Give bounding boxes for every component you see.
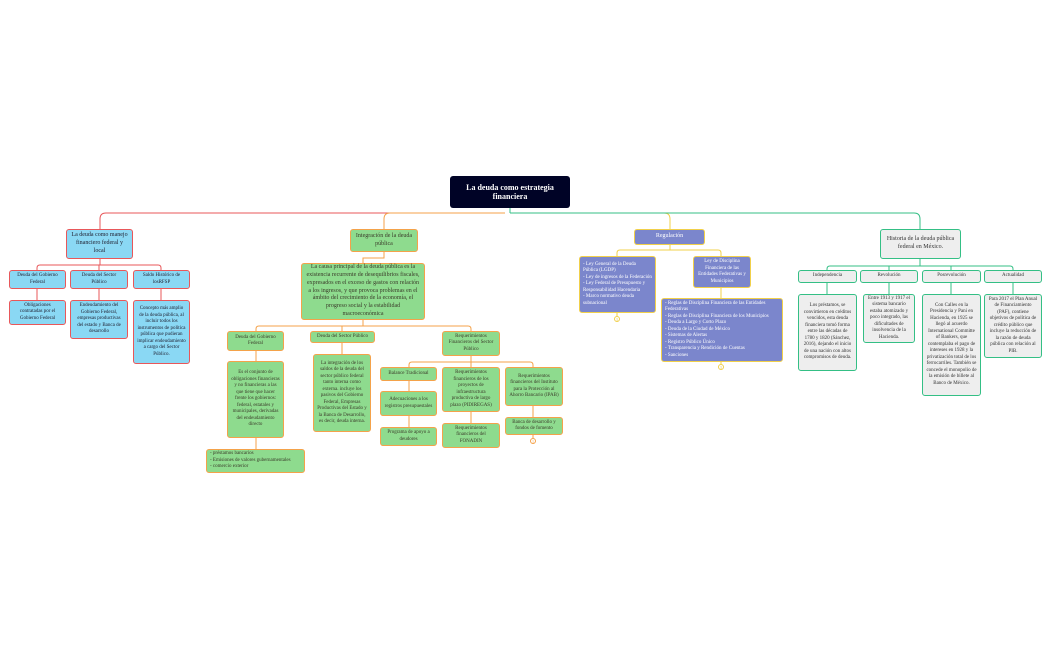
node-deuda-sector-publico[interactable]: Deuda del Sector Público (310, 331, 375, 343)
collapse-badge[interactable]: 1 (718, 364, 724, 370)
node-detail[interactable]: Es el conjunto de obligaciones financier… (227, 361, 284, 438)
node-text: Concepto más amplio de la deuda pública,… (137, 306, 186, 357)
node-revolucion[interactable]: Revolución (860, 270, 918, 283)
node-label: Banca de desarrollo y fondos de fomento (512, 419, 556, 432)
node-requerimientos[interactable]: Requerimientos Financieros del Sector Pú… (442, 331, 500, 356)
node-label: Revolución (877, 273, 901, 279)
node-detail[interactable]: La integración de los saldos de la deuda… (313, 354, 371, 432)
node-text: Entre 1913 y 1917 el sistema bancario es… (868, 295, 910, 340)
topic-integracion-deuda[interactable]: Integración de la deuda pública (350, 229, 418, 252)
node-detail[interactable]: Endeudamiento del Gobierno Federal, empr… (70, 300, 128, 339)
node-deuda-sector-publico[interactable]: Deuda del Sector Público (70, 270, 128, 289)
node-detail[interactable]: Entre 1913 y 1917 el sistema bancario es… (863, 294, 915, 343)
node-label: Balance Tradicional (388, 370, 429, 376)
node-label: Saldo Histórico de losRFSP (142, 273, 181, 285)
topic-regulacion[interactable]: Regulación (634, 229, 705, 245)
node-leyes[interactable]: - Ley General de la Deuda Pública (LGDP)… (579, 256, 656, 313)
node-fonadin[interactable]: Requerimientos financieros del FONADIN (442, 423, 500, 448)
node-summary[interactable]: La causa principal de la deuda pública e… (301, 263, 425, 320)
node-list[interactable]: - préstamos bancarios - Emisiones de val… (206, 449, 305, 473)
node-label: Requerimientos financieros del Instituto… (509, 373, 559, 399)
node-text: Los préstamos, se convirtieron en crédit… (803, 303, 852, 361)
node-label: Ley de Disciplina Financiera de las Enti… (698, 259, 746, 284)
node-text: Para 2017 el Plan Anual de Financiamient… (988, 296, 1038, 354)
node-label: Programa de apoyo a deudores (387, 430, 430, 442)
node-label: Requerimientos financieros del FONADIN (455, 425, 487, 444)
node-actualidad[interactable]: Actualidad (984, 270, 1042, 283)
node-detail[interactable]: Con Calles en la Presidencia y Pani en H… (922, 294, 981, 396)
collapse-badge[interactable]: 1 (530, 438, 536, 444)
node-pidiregas[interactable]: Requerimientos financieros de los proyec… (442, 367, 500, 412)
node-text: Obligaciones contratadas por el Gobierno… (19, 302, 56, 321)
topic-title: Historia de la deuda pública federal en … (886, 236, 955, 250)
node-balance-tradicional[interactable]: Balance Tradicional (380, 367, 437, 381)
topic-title: Regulación (655, 233, 684, 240)
node-ley-disciplina[interactable]: Ley de Disciplina Financiera de las Enti… (693, 256, 751, 288)
node-text: - Ley General de la Deuda Pública (LGDP)… (583, 261, 652, 306)
node-programa-apoyo[interactable]: Programa de apoyo a deudores (380, 427, 437, 446)
collapse-badge[interactable]: 1 (614, 316, 620, 322)
node-text: Endeudamiento del Gobierno Federal, empr… (77, 303, 121, 335)
root-title: La deuda como estrategia financiera (466, 182, 554, 201)
topic-historia[interactable]: Historia de la deuda pública federal en … (880, 229, 961, 259)
node-deuda-gobierno-federal[interactable]: Deuda del Gobierno Federal (227, 331, 284, 351)
topic-title: Integración de la deuda pública (355, 232, 413, 247)
node-text: - préstamos bancarios - Emisiones de val… (210, 451, 291, 470)
node-detail[interactable]: Los préstamos, se convirtieron en crédit… (798, 294, 857, 371)
node-posrevolucion[interactable]: Posrevolución (922, 270, 981, 283)
node-disciplina-detail[interactable]: - Reglas de Disciplina Financiera de las… (661, 298, 783, 362)
node-label: Adecuaciones a los registros presupuesta… (384, 397, 433, 409)
topic-deuda-manejo-financiero[interactable]: La deuda como manejo financiero federal … (66, 229, 133, 259)
node-saldo-historico[interactable]: Saldo Histórico de losRFSP (133, 270, 190, 289)
node-label: Deuda del Sector Público (317, 333, 368, 339)
node-detail[interactable]: Obligaciones contratadas por el Gobierno… (9, 300, 66, 325)
topic-title: La deuda como manejo financiero federal … (71, 232, 128, 254)
node-text: - Reglas de Disciplina Financiera de las… (665, 300, 769, 358)
node-deuda-gobierno-federal[interactable]: Deuda del Gobierno Federal (9, 270, 66, 289)
node-label: Requerimientos Financieros del Sector Pú… (448, 333, 494, 352)
node-label: Independencia (812, 273, 843, 279)
node-label: Requerimientos financieros de los proyec… (450, 370, 492, 408)
node-detail[interactable]: Para 2017 el Plan Anual de Financiamient… (984, 294, 1042, 358)
node-text: La causa principal de la deuda pública e… (306, 264, 420, 317)
node-text: Es el conjunto de obligaciones financier… (231, 370, 280, 428)
root-topic[interactable]: La deuda como estrategia financiera (450, 176, 570, 208)
node-label: Deuda del Sector Público (81, 273, 117, 285)
node-text: La integración de los saldos de la deuda… (317, 360, 367, 425)
node-text: Con Calles en la Presidencia y Pani en H… (926, 302, 977, 386)
node-detail[interactable]: Concepto más amplio de la deuda pública,… (133, 300, 190, 364)
node-label: Deuda del Gobierno Federal (17, 273, 58, 285)
node-label: Actualidad (1002, 273, 1024, 279)
node-independencia[interactable]: Independencia (798, 270, 857, 283)
node-label: Posrevolución (937, 273, 966, 279)
node-banca-desarrollo[interactable]: Banca de desarrollo y fondos de fomento (505, 417, 563, 435)
node-adecuaciones[interactable]: Adecuaciones a los registros presupuesta… (380, 391, 437, 416)
node-label: Deuda del Gobierno Federal (235, 334, 276, 347)
node-ipab[interactable]: Requerimientos financieros del Instituto… (505, 367, 563, 406)
